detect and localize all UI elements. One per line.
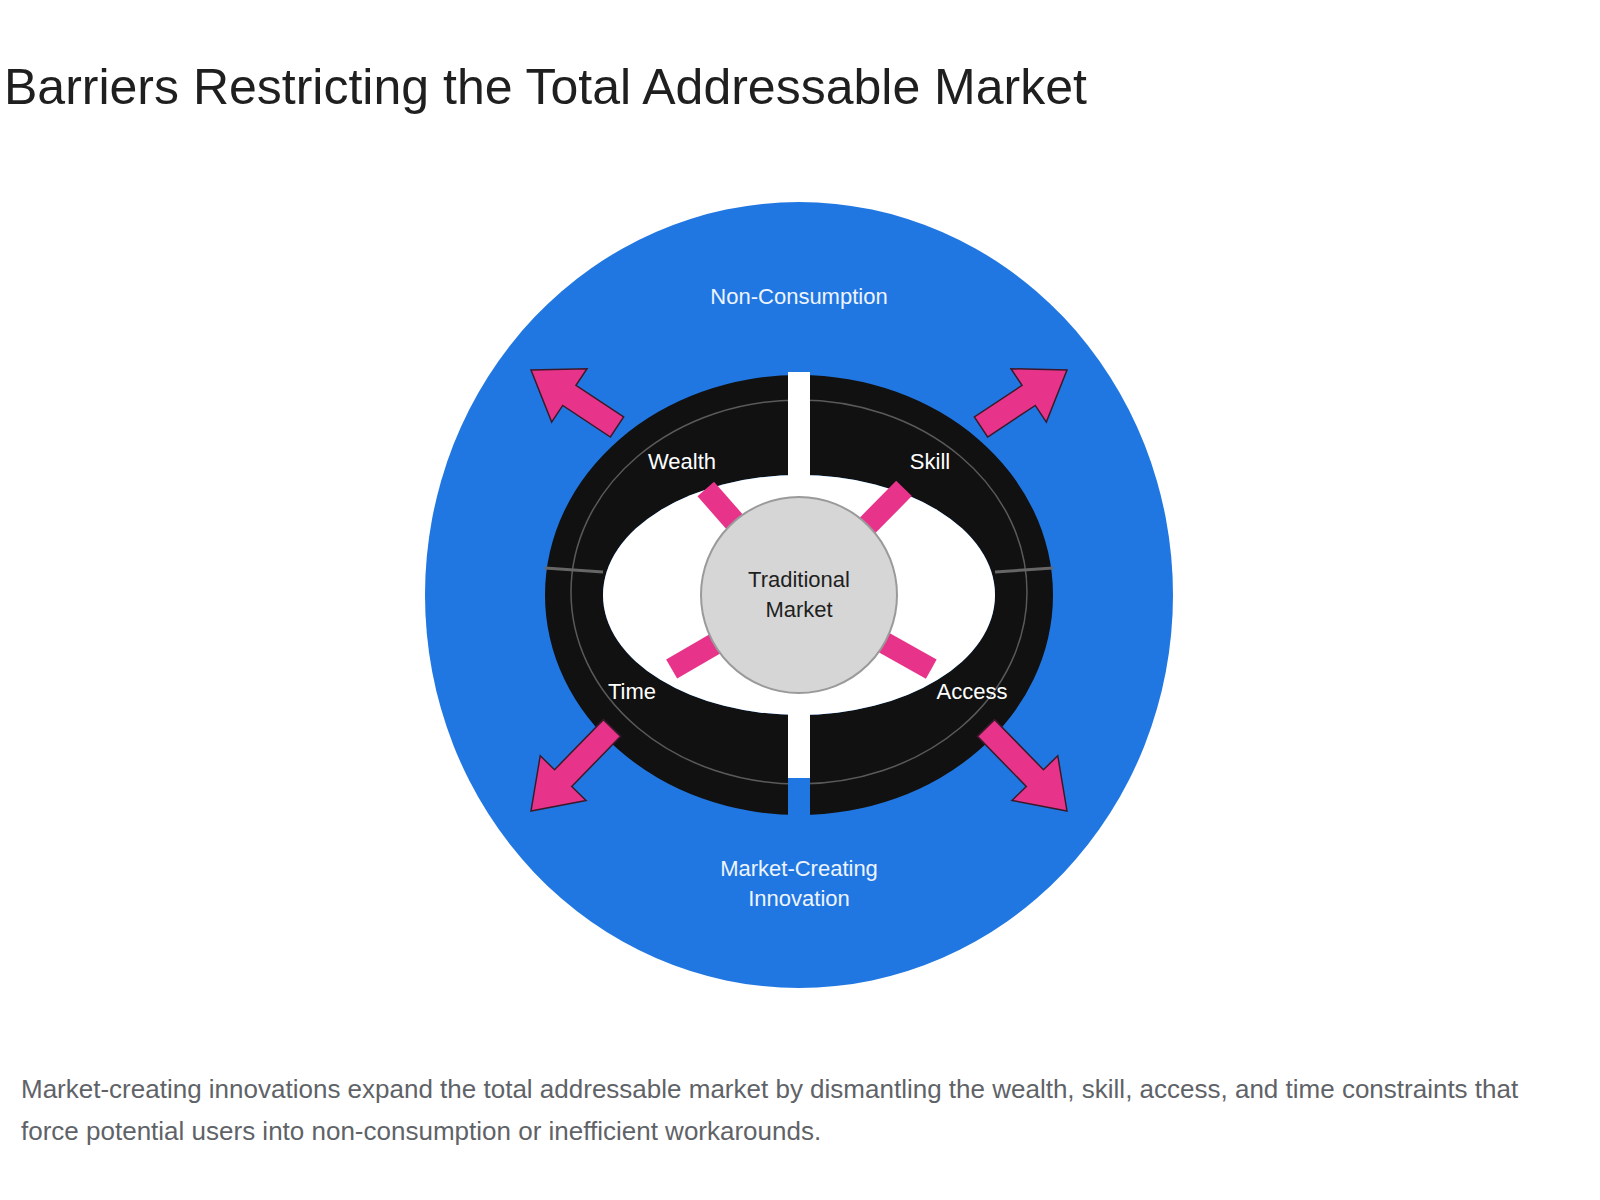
ring-gap bbox=[788, 712, 810, 818]
ring-split bbox=[995, 568, 1053, 572]
barrier-link bbox=[706, 489, 735, 522]
market-circle: Traditional Market bbox=[700, 496, 898, 694]
node-label: Traditional Market bbox=[729, 565, 869, 625]
caption: Market-creating innovations expand the t… bbox=[21, 1068, 1561, 1152]
non-consumption-circle bbox=[425, 202, 1173, 988]
ring-split bbox=[545, 568, 603, 572]
ring-gap bbox=[788, 372, 810, 480]
title: Barriers Restricting the Total Addressab… bbox=[4, 58, 1087, 116]
expansion-arrow bbox=[974, 369, 1067, 437]
non-consumption-region: Non-ConsumptionMarket-Creating Innovatio… bbox=[425, 202, 1173, 988]
barrier-link bbox=[672, 644, 715, 669]
barrier-link bbox=[884, 642, 932, 669]
barrier-segment: Skill bbox=[906, 447, 954, 477]
node-label: Wealth bbox=[648, 449, 716, 475]
barrier-segment: Wealth bbox=[644, 447, 720, 477]
barrier-segment: Access bbox=[933, 677, 1012, 707]
node-label: Access bbox=[937, 679, 1008, 705]
expansion-arrows bbox=[531, 369, 1067, 811]
barrier-segment: Time bbox=[604, 677, 660, 707]
region-label: Non-Consumption bbox=[689, 282, 909, 312]
region-label: Market-Creating Innovation bbox=[689, 854, 909, 914]
ring-gap bbox=[788, 778, 810, 818]
inner-space bbox=[603, 475, 995, 715]
expansion-arrow bbox=[531, 369, 624, 437]
node-label: Time bbox=[608, 679, 656, 705]
expansion-arrow bbox=[531, 720, 621, 811]
barrier-link bbox=[867, 488, 904, 525]
node-label: Skill bbox=[910, 449, 950, 475]
expansion-arrow bbox=[977, 720, 1067, 811]
